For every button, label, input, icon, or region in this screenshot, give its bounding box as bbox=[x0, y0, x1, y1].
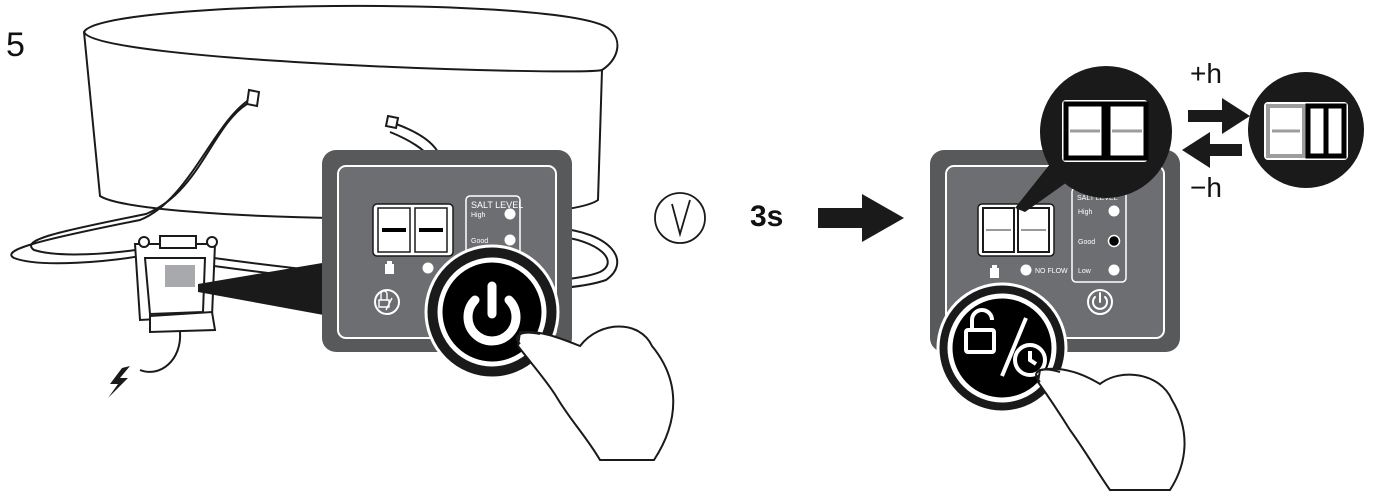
salt-level-high-left: High bbox=[471, 212, 486, 219]
display-zoom-result bbox=[1248, 72, 1364, 188]
arrow-left-icon bbox=[1182, 132, 1242, 168]
lock-timer-icon bbox=[964, 308, 1047, 377]
plus-hour-label: +h bbox=[1190, 58, 1222, 89]
salt-level-high-right: High bbox=[1078, 209, 1093, 216]
hold-duration-label: 3s bbox=[750, 200, 784, 233]
zoom-wedge-top bbox=[1015, 164, 1070, 212]
hand-pointer-icon bbox=[516, 325, 675, 461]
arrow-right-icon-small bbox=[1188, 98, 1250, 134]
step-number: 5 bbox=[6, 26, 25, 64]
check-mark-icon bbox=[654, 192, 706, 244]
display-zoom-current bbox=[1040, 66, 1172, 198]
lock-timer-button-zoom[interactable] bbox=[936, 282, 1068, 414]
zoom-wedge bbox=[198, 260, 340, 318]
control-panel-right bbox=[930, 150, 1180, 352]
salt-level-good-right: Good bbox=[1078, 239, 1095, 246]
no-flow-label: NO FLOW bbox=[1035, 268, 1068, 275]
hand-pointer-icon-right bbox=[1036, 367, 1186, 491]
minus-hour-label: −h bbox=[1190, 172, 1222, 203]
salt-level-good-left: Good bbox=[471, 238, 488, 245]
lightning-icon bbox=[108, 366, 130, 398]
power-icon bbox=[463, 281, 521, 346]
pump-unit bbox=[133, 235, 218, 334]
salt-level-title-left: SALT LEVEL bbox=[471, 200, 523, 210]
salt-level-title-right: SALT LEVEL bbox=[1077, 195, 1118, 202]
salt-level-low-right: Low bbox=[1078, 268, 1092, 275]
power-cord bbox=[139, 331, 182, 373]
arrow-right-icon bbox=[818, 194, 904, 242]
